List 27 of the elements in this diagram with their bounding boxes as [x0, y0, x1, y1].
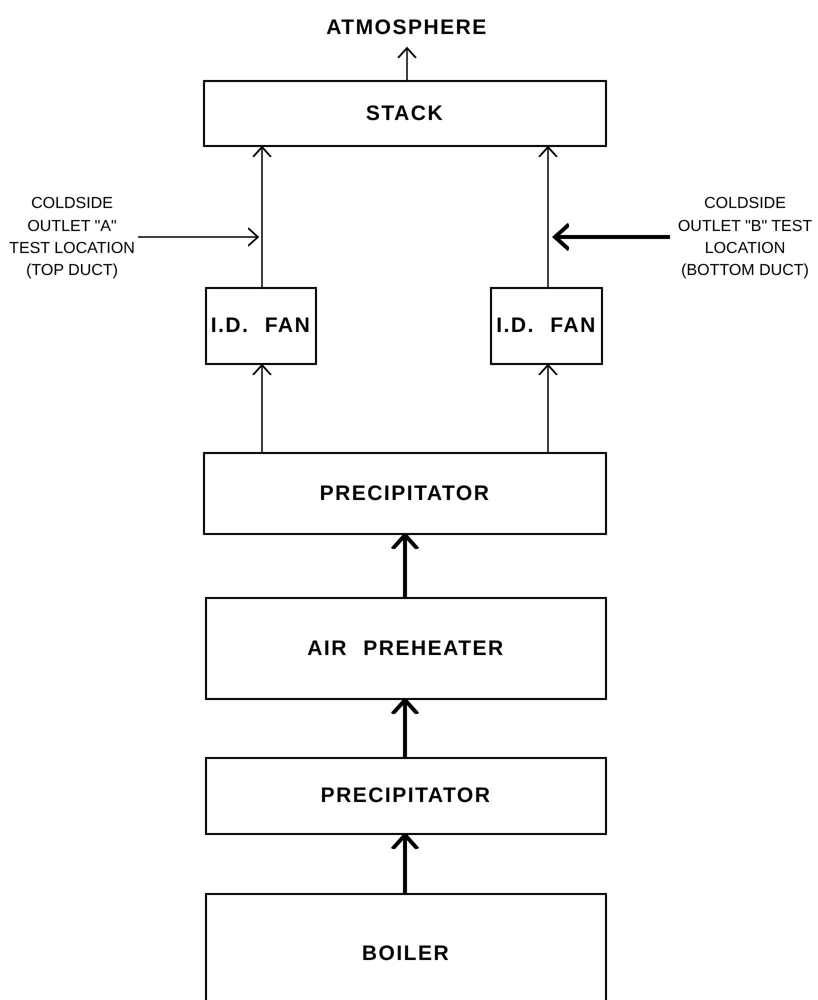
box-label: I.D. FAN: [496, 313, 597, 339]
box-label: I.D. FAN: [210, 313, 312, 339]
flow-arrow: [538, 364, 558, 452]
flow-arrow: [538, 146, 558, 287]
flow-arrow: [390, 833, 420, 893]
test-location-label: COLDSIDE OUTLET "B" TEST LOCATION (BOTTOM DUCT): [676, 194, 814, 282]
process-box: [203, 452, 607, 535]
process-box: [205, 893, 607, 1000]
flow-arrow: [252, 146, 272, 287]
process-box: [205, 757, 607, 835]
pointer-arrow: [553, 222, 670, 252]
process-box: [490, 287, 603, 365]
pointer-arrow: [138, 227, 259, 247]
flow-arrow: [390, 698, 420, 757]
box-label: BOILER: [362, 941, 450, 967]
box-label: PRECIPITATOR: [320, 480, 490, 506]
flow-arrow: [397, 47, 417, 80]
test-location-label: COLDSIDE OUTLET "A" TEST LOCATION (TOP DUCT): [8, 194, 136, 282]
box-label: AIR PREHEATER: [307, 636, 505, 662]
process-box: [205, 287, 317, 365]
box-label: STACK: [366, 100, 444, 126]
flow-arrow: [252, 364, 272, 452]
flow-arrow: [390, 533, 420, 597]
process-box: [205, 597, 607, 700]
process-box: [203, 80, 607, 147]
node-label: ATMOSPHERE: [326, 15, 488, 41]
box-label: PRECIPITATOR: [320, 783, 492, 809]
